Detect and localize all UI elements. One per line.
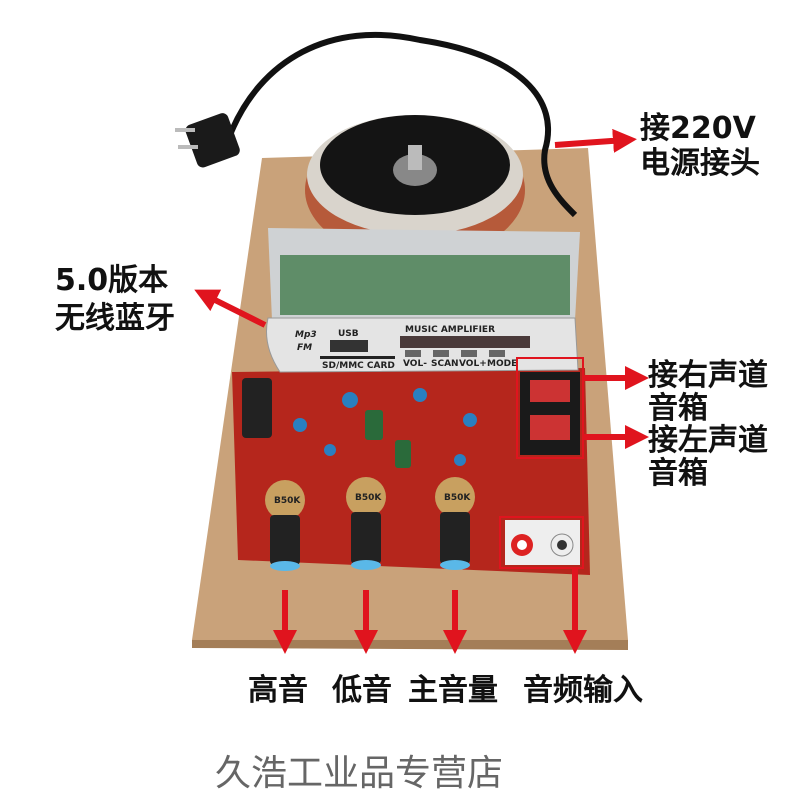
bass-knob: B50K [346,477,386,570]
left-speaker-label-2: 音箱 [648,456,708,491]
speaker-terminals [520,372,580,455]
vol-down-button [405,350,421,357]
mode-button [489,350,505,357]
scan-label: SCAN [431,359,459,369]
mp3-label: Mp3 [295,330,317,340]
audio-input-label: 音频输入 [523,673,643,708]
mode-label: MODE [487,359,517,369]
vol-down-label: VOL- [403,359,427,369]
treble-knob: B50K [265,480,305,571]
panel-title: MUSIC AMPLIFIER [405,325,495,335]
capacitors [242,378,477,468]
speaker-highlight-box [516,357,584,459]
power-plug-icon [175,113,240,168]
right-speaker-label-2: 音箱 [648,391,708,426]
callout-arrows [194,128,649,654]
usb-label: USB [338,329,359,339]
svg-text:B50K: B50K [444,493,471,503]
bluetooth-label-2: 无线蓝牙 [55,301,175,336]
input-highlight-box [499,516,584,569]
rca-input-jacks [505,520,580,565]
display-window [400,336,530,348]
svg-text:B50K: B50K [355,493,382,503]
usb-port [330,340,368,352]
bluetooth-label-1: 5.0版本 [55,263,168,298]
mp3-bluetooth-module-panel: Mp3 FM USB SD/MMC CARD MUSIC AMPLIFIER V… [266,317,579,373]
arrow-power [554,128,637,153]
master-volume-knob: B50K [435,477,475,570]
vol-up-label: VOL+ [459,359,487,369]
master-volume-label: 主音量 [408,673,498,708]
sd-card-label: SD/MMC CARD [322,361,395,371]
svg-text:B50K: B50K [274,496,301,506]
panel-buttons: VOL- SCAN VOL+ MODE [403,350,517,369]
treble-label: 高音 [248,673,308,708]
vol-up-button [461,350,477,357]
left-speaker-label-1: 接左声道 [648,423,768,458]
arrow-bluetooth [194,289,267,328]
power-label-2: 电源接头 [640,146,760,181]
fm-label: FM [297,343,312,353]
scan-button [433,350,449,357]
store-name-watermark: 久浩工业品专营店 [215,753,503,794]
power-label-1: 接220V [640,111,757,146]
power-cable [227,31,578,218]
toroidal-transformer [305,115,525,260]
bass-label: 低音 [331,673,392,708]
sd-card-slot [320,356,395,359]
right-speaker-label-1: 接右声道 [648,358,768,393]
